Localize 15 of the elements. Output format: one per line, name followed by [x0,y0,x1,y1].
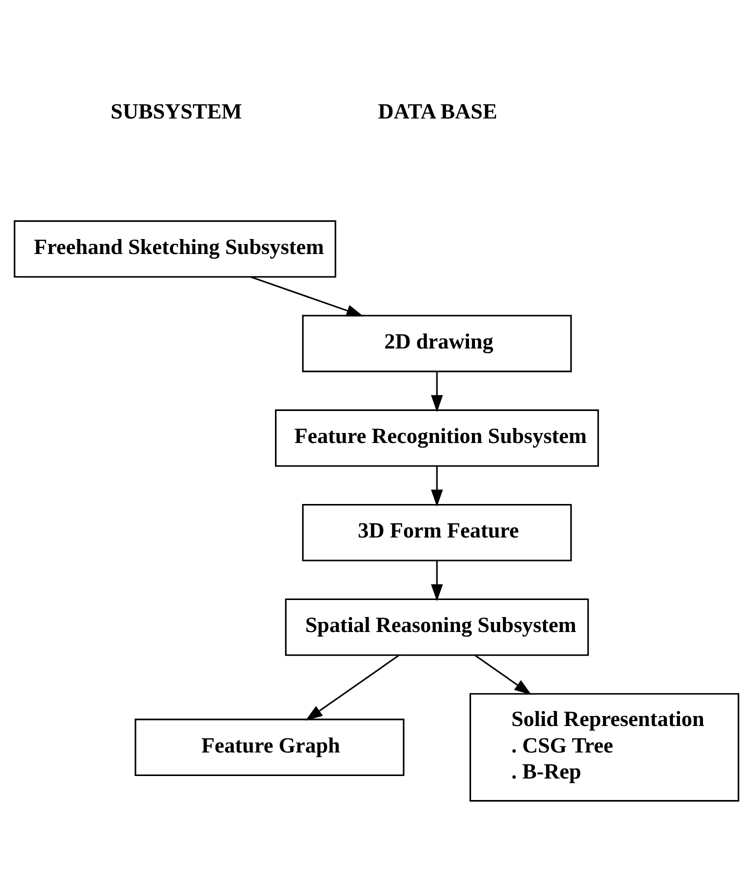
label: DATA BASE [378,98,498,123]
arrow [430,560,443,601]
arrow [250,276,364,316]
node-box: 2D drawing [302,314,572,372]
arrow [430,466,443,506]
node-box: Spatial Reasoning Subsystem [285,598,589,656]
node-box: Freehand Sketching Subsystem [14,220,336,278]
node-box: 3D Form Feature [302,503,572,561]
arrow [305,654,400,720]
node-box: Solid Representation . CSG Tree . B-Rep [470,692,740,802]
arrow [474,654,532,694]
label: SUBSYSTEM [110,98,242,123]
arrow [430,371,443,412]
node-box: Feature Graph [134,718,404,776]
node-box: Feature Recognition Subsystem [274,408,599,466]
